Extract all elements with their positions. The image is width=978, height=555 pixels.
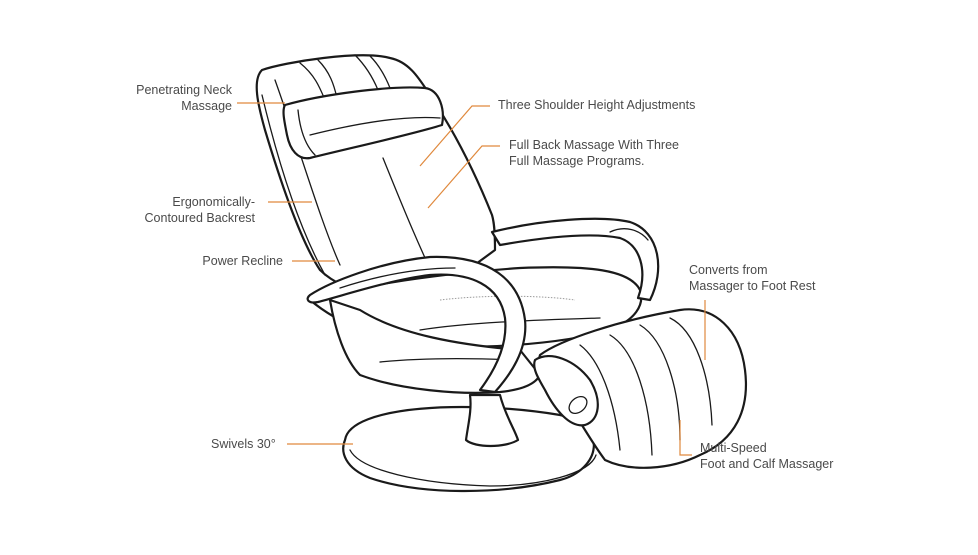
callout-calf-massager: Multi-Speed Foot and Calf Massager	[700, 440, 833, 472]
leader-calf	[679, 420, 692, 456]
callout-text: Three Shoulder Height Adjustments	[498, 98, 696, 112]
callout-text: Converts from	[689, 263, 768, 277]
callout-text: Penetrating Neck	[136, 83, 232, 97]
leader-lines	[237, 102, 706, 456]
callout-full-back-massage: Full Back Massage With Three Full Massag…	[509, 137, 679, 169]
neck-pillow	[282, 86, 444, 160]
callout-text: Power Recline	[202, 254, 283, 268]
chair-shell	[328, 298, 542, 394]
callout-swivel: Swivels 30°	[211, 436, 276, 452]
right-armrest	[490, 217, 660, 302]
left-armrest	[306, 255, 527, 394]
callout-text: Contoured Backrest	[144, 211, 255, 225]
footrest-massager	[533, 308, 747, 469]
swivel-base	[342, 393, 597, 493]
callout-text: Full Back Massage With Three	[509, 138, 679, 152]
callout-shoulder-height: Three Shoulder Height Adjustments	[498, 97, 695, 113]
callout-power-recline: Power Recline	[160, 253, 283, 269]
callout-contoured-backrest: Ergonomically- Contoured Backrest	[110, 194, 255, 226]
callout-text: Swivels 30°	[211, 437, 276, 451]
callout-text: Massage	[181, 99, 232, 113]
leader-shoulder	[419, 105, 490, 167]
callout-text: Massager to Foot Rest	[689, 279, 816, 293]
callout-foot-rest: Converts from Massager to Foot Rest	[689, 262, 815, 294]
callout-text: Foot and Calf Massager	[700, 457, 834, 471]
callout-neck-massage: Penetrating Neck Massage	[112, 82, 232, 114]
callout-text: Ergonomically-	[172, 195, 255, 209]
callout-text: Full Massage Programs.	[509, 154, 645, 168]
callout-text: Multi-Speed	[700, 441, 767, 455]
leader-back	[427, 145, 500, 209]
